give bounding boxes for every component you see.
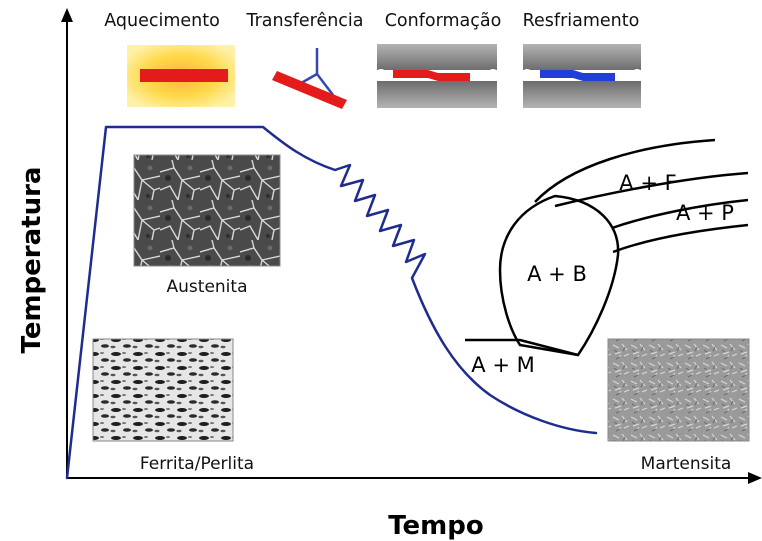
forming-illustration [375, 44, 499, 108]
die-gap-right [487, 69, 499, 81]
heated-blank [140, 69, 228, 82]
austenita-image [133, 154, 281, 267]
austenita-label: Austenita [167, 277, 248, 297]
cooled-part [540, 70, 615, 81]
phase-label-a-f: A + F [619, 171, 676, 195]
heating-illustration [127, 45, 235, 107]
martensita-label: Martensita [641, 454, 732, 474]
formed-part [393, 70, 470, 81]
x-axis-arrow-icon [748, 472, 762, 484]
phase-boundaries [465, 138, 749, 357]
cooling-curve [65, 125, 598, 480]
lower-die [377, 80, 497, 108]
y-axis-arrow-icon [61, 8, 73, 22]
stage-label-resfriamento: Resfriamento [523, 11, 640, 31]
stage-label-conformacao: Conformação [385, 11, 502, 31]
x-axis-label: Tempo [388, 511, 483, 541]
pearlite-start-curve [611, 198, 749, 230]
stage-label-aquecimento: Aquecimento [104, 11, 220, 31]
pearlite-finish-curve [612, 223, 749, 254]
micrograph-ferrita-perlita: Ferrita/Perlita [92, 338, 254, 474]
phase-label-a-b: A + B [527, 262, 587, 286]
y-axis-label: Temperatura [17, 167, 47, 354]
cooling-lower-die [523, 80, 641, 108]
bainite-region [498, 194, 620, 357]
ferrita-perlita-image [92, 338, 234, 442]
transferred-blank [272, 71, 347, 109]
cooling-die-gap-left [521, 69, 533, 81]
phase-label-a-p: A + P [676, 201, 734, 225]
cooling-upper-die [523, 44, 641, 71]
ferrite-finish-curve [554, 171, 749, 208]
ferrite-start-curve [534, 138, 716, 203]
gripper-claw-right [316, 73, 334, 96]
die-gap-left [375, 69, 387, 81]
phase-label-a-m: A + M [471, 353, 534, 377]
ferrita-perlita-label: Ferrita/Perlita [140, 454, 254, 474]
cooling-die-gap-right [631, 69, 643, 81]
martensite-start-line [465, 338, 579, 357]
micrograph-austenita: Austenita [133, 154, 281, 297]
transfer-illustration [272, 48, 347, 109]
cooling-illustration [521, 44, 643, 108]
upper-die [377, 44, 497, 71]
axes [61, 8, 762, 484]
stage-label-transferencia: Transferência [245, 11, 363, 31]
martensita-image [607, 338, 750, 442]
micrograph-martensita: Martensita [607, 338, 750, 474]
